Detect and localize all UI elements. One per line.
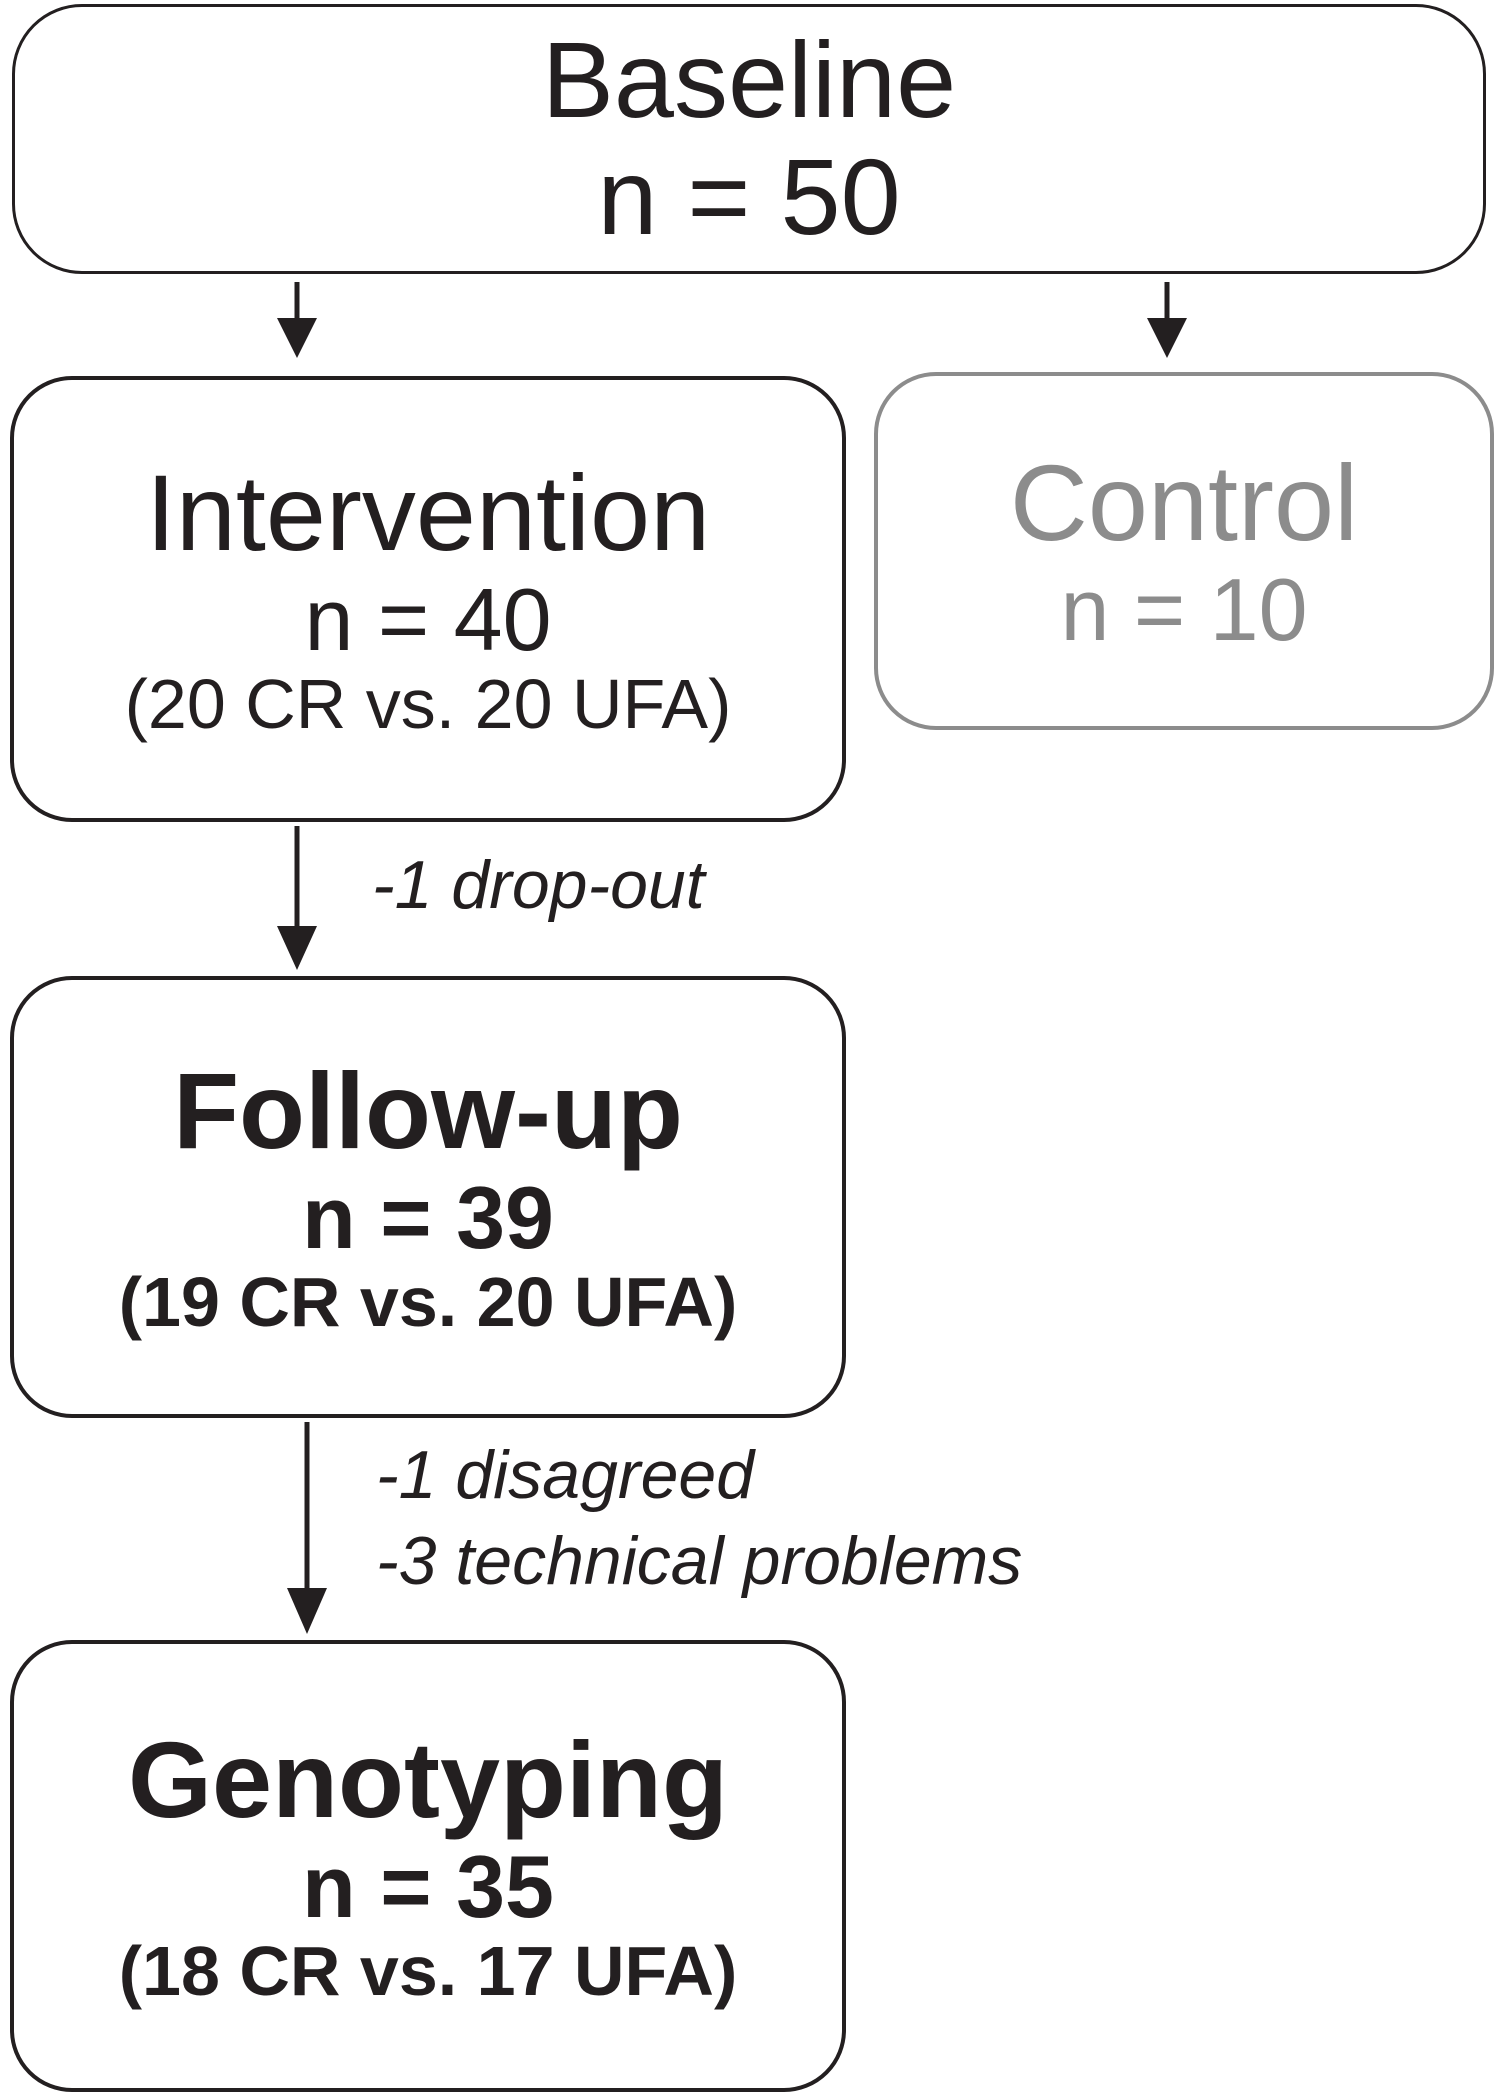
arrow-baseline-to-intervention: [277, 282, 317, 358]
genotyping-title: Genotyping: [128, 1719, 728, 1841]
intervention-title: Intervention: [145, 452, 711, 574]
baseline-count: n = 50: [597, 136, 901, 257]
arrow-followup-to-genotyping: [287, 1422, 327, 1634]
followup-split: (19 CR vs. 20 UFA): [118, 1263, 738, 1342]
arrow-baseline-to-control: [1147, 282, 1187, 358]
intervention-split: (20 CR vs. 20 UFA): [124, 665, 732, 744]
followup-title: Follow-up: [173, 1050, 683, 1172]
intervention-box: Intervention n = 40 (20 CR vs. 20 UFA): [10, 376, 846, 822]
genotyping-split: (18 CR vs. 17 UFA): [118, 1932, 738, 2011]
control-count: n = 10: [1060, 559, 1308, 659]
baseline-title: Baseline: [541, 19, 957, 141]
followup-box: Follow-up n = 39 (19 CR vs. 20 UFA): [10, 976, 846, 1418]
baseline-box: Baseline n = 50: [12, 4, 1486, 274]
intervention-count: n = 40: [304, 570, 552, 669]
arrow-intervention-to-followup: [277, 826, 317, 970]
genotyping-box: Genotyping n = 35 (18 CR vs. 17 UFA): [10, 1640, 846, 2092]
disagreed-note: -1 disagreed: [376, 1437, 755, 1513]
control-box: Control n = 10: [874, 372, 1494, 730]
genotyping-count: n = 35: [302, 1837, 554, 1936]
control-title: Control: [1009, 442, 1359, 564]
followup-count: n = 39: [302, 1168, 554, 1267]
dropout-note: -1 drop-out: [372, 847, 705, 923]
technical-problems-note: -3 technical problems: [376, 1523, 1023, 1599]
